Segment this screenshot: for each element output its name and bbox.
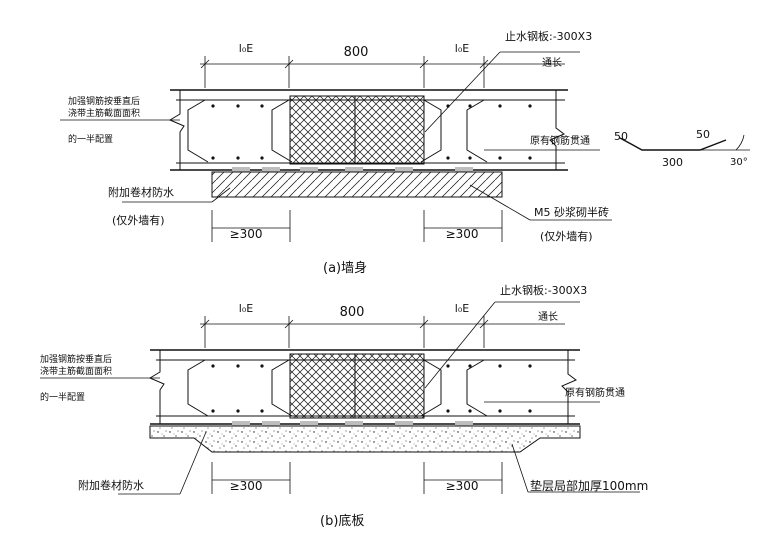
wall-existing-rebar: 原有钢筋贯通 [530,134,590,147]
hook-angle-label: 30° [730,157,748,168]
wall-rebar-note-1: 加强钢筋按垂直后 [68,95,140,107]
wall-brick-note: (仅外墙有) [540,229,593,243]
slab-caption: (b)底板 [320,513,364,529]
slab-detail: l₀E 800 l₀E [40,283,648,529]
slab-dim-mid-label: 800 [340,305,365,320]
wall-brick-label: M5 砂浆砌半砖 [534,205,609,219]
wall-waterproof-note: (仅外墙有) [112,213,165,227]
wall-waterproof-label: 附加卷材防水 [108,185,174,199]
wall-rebar-dots [211,104,532,160]
wall-spacer-pads [232,167,473,172]
wall-rebar-note-2: 浇带主筋截面面积 [68,107,140,119]
slab-concrete-section [148,349,580,426]
wall-rebar-note-3: 的一半配置 [68,133,113,145]
wall-ge300-left: ≥300 [230,227,263,241]
slab-cushion-label: 垫层局部加厚100mm [530,478,648,493]
slab-ge300-left: ≥300 [230,479,263,493]
wall-steel-plate-label: 止水钢板:-300X3 [505,29,592,43]
slab-dim-right-label: l₀E [455,302,469,315]
slab-dimension-line [200,316,565,348]
slab-waterproof-label: 附加卷材防水 [78,478,144,492]
wall-dim-mid-label: 800 [344,45,369,60]
wall-dimension-line [200,56,565,88]
wall-leader-lines [60,51,612,221]
slab-ge300-dimensions [211,462,503,494]
wall-concrete-section [168,89,568,172]
slab-ge300-right: ≥300 [446,479,479,493]
slab-rebar-note-2: 浇带主筋截面面积 [40,365,112,377]
wall-detail: l₀E 800 l₀E [60,29,612,276]
wall-ge300-dimensions [211,210,503,242]
slab-steel-plate-label: 止水钢板:-300X3 [500,283,587,297]
wall-ge300-right: ≥300 [446,227,479,241]
slab-rebar-dots [211,364,532,413]
slab-cushion-layer [149,425,581,453]
wall-dim-left-label: l₀E [239,42,253,55]
wall-dim-right-label: l₀E [455,42,469,55]
slab-existing-rebar: 原有钢筋贯通 [565,386,625,399]
slab-rebar-note-1: 加强钢筋按垂直后 [40,353,112,365]
wall-steel-plate-length: 通长 [542,57,562,69]
slab-spacer-pads [232,421,473,426]
wall-caption: (a)墙身 [323,260,367,276]
hook-left-label: 50 [614,130,628,143]
hook-detail: 50 300 50 30° [614,128,750,169]
hook-right-label: 50 [696,128,710,141]
wall-brick-layer [211,171,503,198]
slab-leader-lines [40,301,640,495]
slab-rebar-note-3: 的一半配置 [40,391,85,403]
hook-mid-label: 300 [662,156,683,169]
slab-dim-left-label: l₀E [239,302,253,315]
slab-steel-plate-length: 通长 [538,311,558,323]
